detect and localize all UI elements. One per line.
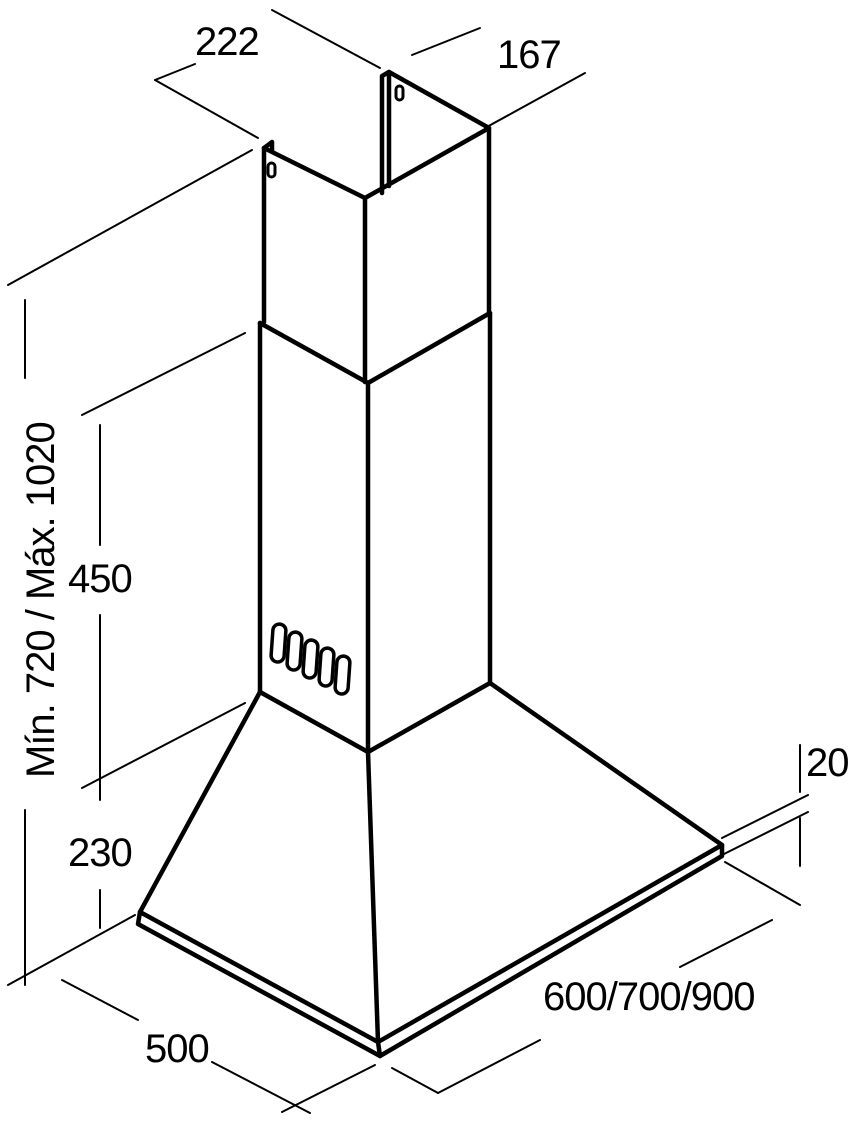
mounting-slots — [266, 84, 405, 179]
button-4 — [317, 646, 336, 688]
hood-outline — [135, 69, 725, 1059]
dim-total-height: Mín. 720 / Máx. 1020 — [19, 422, 63, 778]
button-2 — [285, 630, 304, 672]
dimension-lines — [7, 9, 809, 1114]
dim-chimney-height: 450 — [68, 557, 132, 601]
button-5 — [333, 654, 352, 696]
dim-width: 600/700/900 — [543, 975, 754, 1019]
button-3 — [301, 638, 320, 680]
dim-base-thickness: 20 — [806, 741, 849, 785]
dim-depth: 500 — [145, 1027, 209, 1071]
control-buttons — [269, 622, 352, 696]
slot-right — [394, 84, 405, 102]
dim-top-depth: 167 — [497, 33, 561, 77]
button-1 — [269, 622, 288, 664]
dim-hood-height: 230 — [68, 831, 132, 875]
slot-left — [266, 161, 277, 179]
dim-top-width: 222 — [195, 20, 259, 64]
